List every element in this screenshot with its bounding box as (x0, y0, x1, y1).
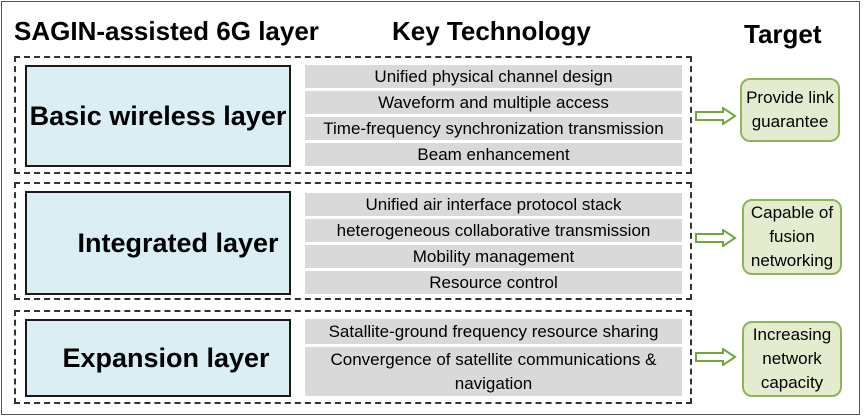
arrow-right-icon (695, 229, 737, 247)
arrow-right-icon (695, 107, 737, 125)
basic-wireless-group (14, 56, 692, 174)
tech-resource-control: Resource control (305, 271, 682, 294)
integrated-layer-label: Integrated layer (77, 227, 279, 258)
target-provide-link-guarantee: Provide link guarantee (740, 78, 840, 142)
expansion-layer-box: Expansion layer (25, 319, 291, 397)
tech-satellite-convergence: Convergence of satellite communications … (305, 347, 682, 396)
tech-frequency-resource-sharing: Satallite-ground frequency resource shar… (305, 319, 682, 344)
tech-beam-enhancement: Beam enhancement (305, 143, 682, 166)
integrated-group (14, 182, 692, 300)
expansion-group (14, 310, 692, 404)
arrow-right-icon (695, 348, 737, 366)
tech-time-frequency-sync: Time-frequency synchronization transmiss… (305, 117, 682, 140)
tech-heterogeneous-collaborative: heterogeneous collaborative transmission (305, 219, 682, 242)
target-network-capacity: Increasing network capacity (742, 321, 842, 397)
header-layer: SAGIN-assisted 6G layer (14, 16, 319, 46)
basic-wireless-layer-box: Basic wireless layer (25, 65, 291, 167)
tech-mobility-management: Mobility management (305, 245, 682, 268)
tech-waveform-multiple-access: Waveform and multiple access (305, 91, 682, 114)
header-technology: Key Technology (392, 16, 591, 46)
integrated-layer-box: Integrated layer (25, 191, 291, 295)
tech-unified-physical-channel: Unified physical channel design (305, 65, 682, 88)
header-target: Target (744, 19, 822, 49)
expansion-layer-label: Expansion layer (62, 342, 270, 373)
target-fusion-networking: Capable of fusion networking (742, 199, 842, 275)
tech-unified-air-interface: Unified air interface protocol stack (305, 193, 682, 216)
